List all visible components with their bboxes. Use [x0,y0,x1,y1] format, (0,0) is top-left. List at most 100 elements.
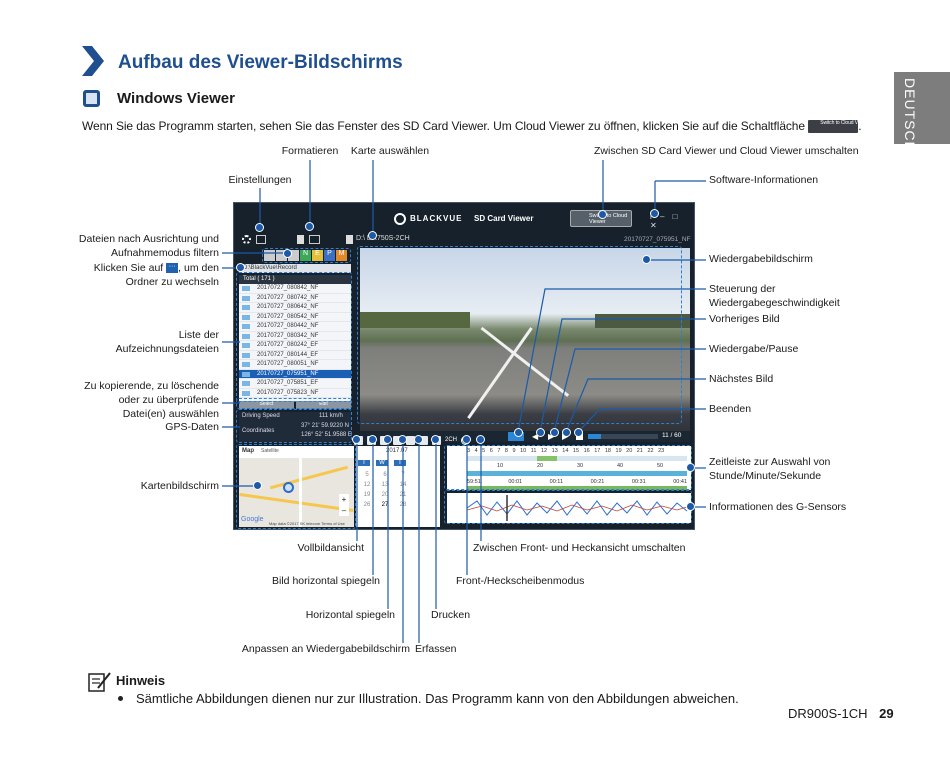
calendar-date[interactable]: 5 [365,472,369,478]
highlight-gps [236,409,352,443]
second-tick: 00:41 [673,479,687,485]
gps-coord-label: Coordinates [242,428,275,434]
callout-dot [305,222,314,231]
intro-sentence: Wenn Sie das Programm starten, sehen Sie… [82,119,805,133]
map-zoom-controls[interactable]: +– [339,494,349,516]
settings-icon[interactable] [242,235,251,244]
file-total: Total ( 171 ) [239,275,351,284]
edit-button[interactable]: Edit [296,401,351,409]
footer: DR900S-1CH 29 [788,706,894,721]
list-item[interactable]: 20170727_080642_NF [239,303,351,313]
label-beenden: Beenden [709,403,752,415]
list-item[interactable]: 20170727_080342_NF [239,332,351,341]
file-list[interactable]: 20170727_080842_NF 20170727_080742_NF 20… [239,284,351,398]
previous-frame-button[interactable]: ◀ [532,432,539,441]
blackvue-logo [394,213,406,225]
capture-icon[interactable] [406,435,415,445]
format-button[interactable] [309,235,320,244]
callout-dot [536,428,545,437]
label-formatieren: Formatieren [281,145,339,157]
filter-n[interactable]: N [300,250,311,261]
label-filter: Dateien nach Ausrichtung und Aufnahmemod… [78,233,219,259]
gps-speed-label: Driving Speed [242,413,280,419]
timeline-hours[interactable]: 3 4 5 6 7 8 9 10 11 12 13 14 15 16 17 18… [467,448,665,454]
map-tab-map[interactable]: Map [242,448,254,454]
list-action-bar[interactable]: Select Edit [239,401,351,409]
calendar-date[interactable]: 13 [381,482,389,488]
list-item[interactable]: 20170727_080542_NF [239,313,351,322]
section-subtitle: Windows Viewer [117,90,235,107]
page-number: 29 [879,706,894,721]
filter-p[interactable]: P [324,250,335,261]
list-item[interactable]: 20170727_080842_NF [239,284,351,294]
model-name: DR900S-1CH [788,706,868,721]
callout-dot [550,428,559,437]
second-tick: 59:51 [467,479,481,485]
calendar-date[interactable]: 12 [363,482,371,488]
callout-dot [236,263,245,272]
minute-tick: 40 [617,463,624,469]
intro-text: Wenn Sie das Programm starten, sehen Sie… [82,119,869,134]
fit-icon[interactable] [393,435,402,445]
sd-card-icon[interactable] [297,235,304,244]
filter-icons[interactable]: N E P M [264,250,350,261]
language-tab: DEUTSCH [894,72,950,153]
callout-dot [414,435,423,444]
drive-label[interactable]: D:\ DR750S-2CH [356,235,410,242]
list-item[interactable]: 20170727_080242_EF [239,341,351,351]
calendar-date[interactable]: 20 [381,492,389,498]
list-item[interactable]: 20170727_080442_NF [239,322,351,332]
callout-dot [686,502,695,511]
folder-path[interactable]: D:\BlackVue\Record [239,264,351,273]
calendar-date[interactable]: 27 [381,502,389,508]
calendar-head: 2017.07 [386,448,408,454]
filter-m[interactable]: M [336,250,347,261]
square-bullet-icon [83,90,100,107]
calendar-date[interactable]: 19 [363,492,371,498]
label-liste: Liste der Aufzeichnungsdateien [115,329,219,355]
google-logo: Google [241,516,264,523]
app-name-label: SD Card Viewer [474,214,534,223]
label-wiedergabe-pause: Wiedergabe/Pause [709,343,799,355]
gps-lon: 126° 52' 51.9588 E [301,432,352,438]
list-item[interactable]: 20170727_080742_NF [239,294,351,303]
list-item[interactable]: 20170727_075823_NF [239,389,351,398]
list-item[interactable]: 20170727_075951_NF [239,369,351,379]
card-icon[interactable] [346,235,353,244]
list-item[interactable]: 20170727_075851_EF [239,379,351,389]
filter-e[interactable]: E [312,250,323,261]
g-sensor-graph [466,495,688,521]
list-item[interactable]: 20170727_080144_EF [239,351,351,360]
print-icon[interactable] [419,435,428,445]
file-list-panel[interactable]: Total ( 171 ) 20170727_080842_NF 2017072… [239,275,351,402]
more-icon: ··· [166,263,179,274]
window-controls[interactable]: i – □ ✕ [650,212,681,230]
gps-speed: 111 km/h [319,413,343,419]
label-kartenbildschirm: Kartenbildschirm [140,480,219,492]
select-button[interactable]: Select [239,401,294,409]
callout-dot [398,435,407,444]
label-bild-horizontal: Bild horizontal spiegeln [272,575,380,587]
callout-dot [598,210,607,219]
play-pause-button[interactable]: ▶ [548,432,555,441]
callout-dot [383,435,392,444]
label-karte: Karte auswählen [350,145,430,157]
list-item[interactable]: 20170727_080051_NF [239,360,351,370]
minute-tick: 50 [657,463,664,469]
callout-dot [476,435,485,444]
label-umschalten: Zwischen SD Card Viewer und Cloud Viewer… [594,145,859,157]
calendar-date[interactable]: 26 [363,502,371,508]
brand-label: BLACKVUE [410,214,463,223]
calendar-date[interactable]: 6 [383,472,387,478]
timeline-panel[interactable]: 3 4 5 6 7 8 9 10 11 12 13 14 15 16 17 18… [447,446,691,490]
g-sensor-panel [447,493,691,523]
label-geschwindigkeit: Steuerung der Wiedergabegeschwindigkeit [709,283,840,309]
calendar-day: T [358,460,370,466]
format-icon[interactable] [256,235,266,244]
note-title: Hinweis [116,673,166,688]
map-tab-satellite[interactable]: Satellite [261,448,279,454]
map-footer: Map data ©2017 SK telecom Terms of Use [269,521,345,526]
channel-label[interactable]: 2CH [445,437,458,443]
progress-bar[interactable] [588,434,658,439]
